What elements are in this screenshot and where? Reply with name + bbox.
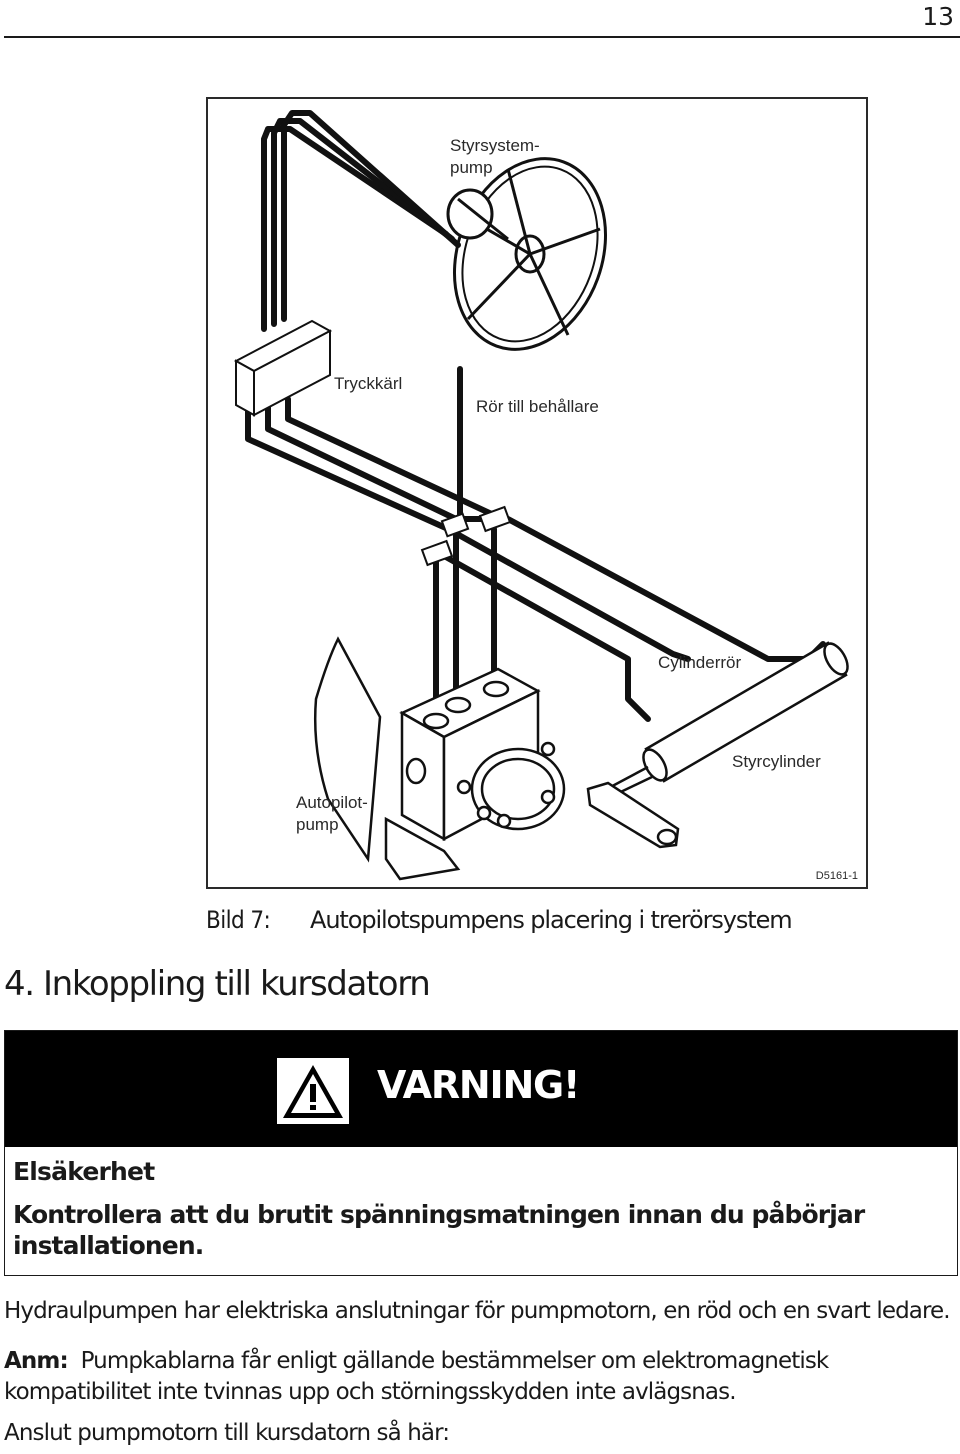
label-cylinder-pipe: Cylinderrör [658,653,742,672]
warning-triangle-icon [277,1058,349,1124]
warning-title: VARNING! [377,1063,580,1107]
note-paragraph: Anm: Pumpkablarna får enligt gällande be… [4,1346,956,1408]
label-autopilot-pump: Autopilot- pump [296,793,368,834]
section-heading: 4. Inkoppling till kursdatorn [4,964,431,1004]
paragraph-connect: Anslut pumpmotorn till kursdatorn så här… [4,1420,450,1446]
label-steering-pump: Styrsystem- pump [450,136,540,177]
warning-box: VARNING! Elsäkerhet Kontrollera att du b… [4,1030,958,1276]
warning-body: Kontrollera att du brutit spänningsmatni… [13,1200,865,1260]
hydraulic-system-drawing [233,110,849,881]
page-number: 13 [922,2,954,31]
paragraph-electrical: Hydraulpumpen har elektriska anslutninga… [4,1298,951,1324]
figure-illustration: Styrsystem- pump Tryckkärl Rör till behå… [206,97,868,889]
label-pressure-vessel: Tryckkärl [334,374,403,393]
header-rule [4,36,960,38]
note-text: Pumpkablarna får enligt gällande bestämm… [4,1348,829,1405]
figure-id: D5161-1 [815,870,858,882]
label-steering-cylinder: Styrcylinder [732,752,821,771]
figure-caption-text: Autopilotspumpens placering i trerörsyst… [310,906,793,934]
note-label: Anm: [4,1348,69,1374]
warning-subtitle: Elsäkerhet [13,1157,155,1186]
figure-caption-number: Bild 7: [206,906,271,934]
label-pipe-to-reservoir: Rör till behållare [476,397,599,416]
warning-header-bar: VARNING! [5,1031,957,1147]
